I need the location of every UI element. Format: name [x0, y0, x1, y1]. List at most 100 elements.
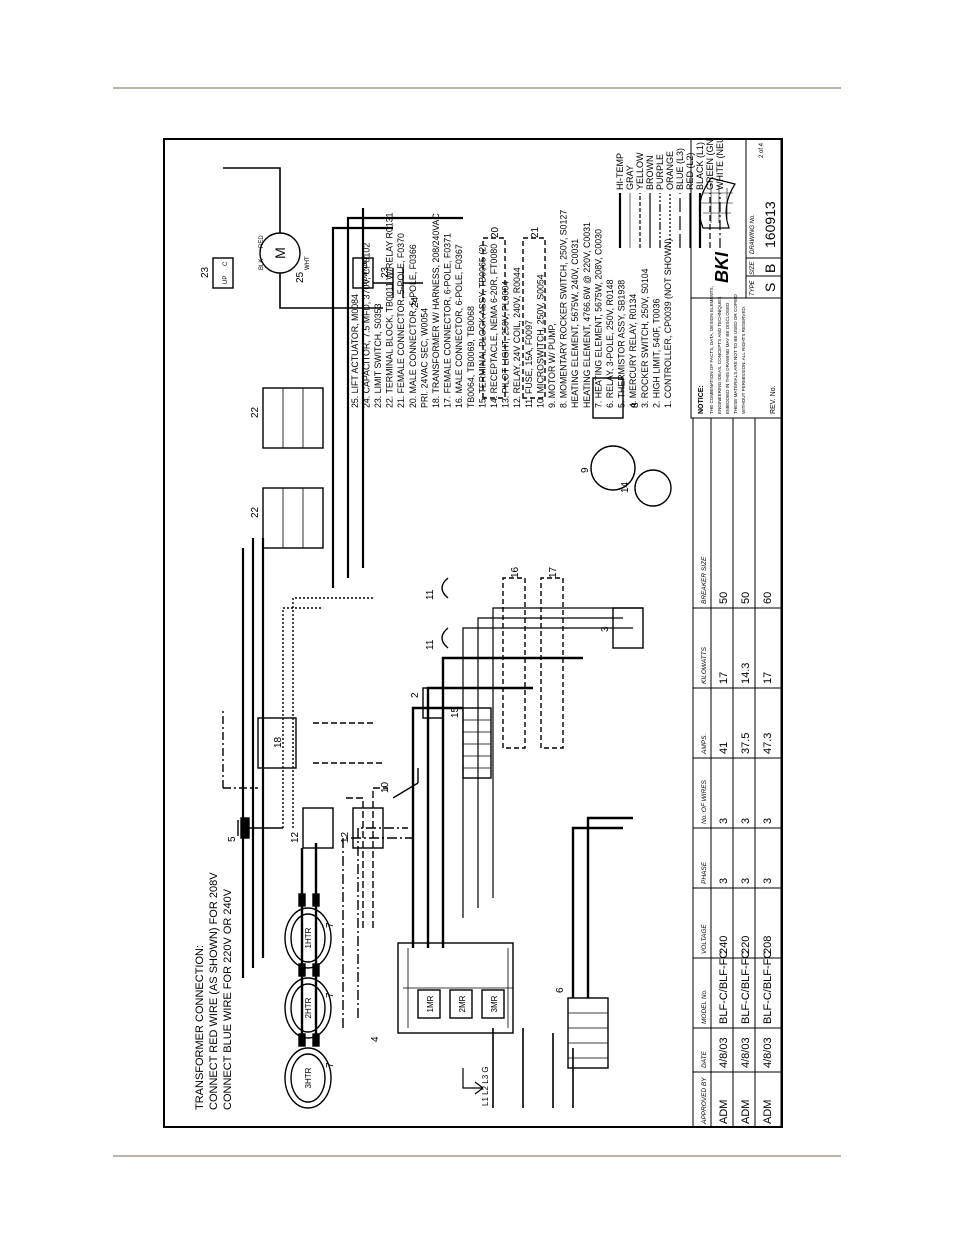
callout-22: 22	[250, 506, 261, 518]
notice-text-line: THE COMBINATION OF FACTS, DATA, DESIGN E…	[709, 286, 714, 414]
callout-12: 12	[340, 831, 351, 843]
top-rule	[113, 87, 841, 89]
connector-20	[482, 237, 506, 399]
parts-list-item: 2. HIGH LIMIT, 540F, T0036	[651, 299, 661, 408]
callout-11: 11	[425, 589, 436, 600]
motor-wire-label: BLK	[259, 259, 265, 270]
drawing-sheet: TRANSFORMER CONNECTION: CONNECT RED WIRE…	[163, 138, 783, 1128]
title-sheet-value: 2 of 4	[759, 142, 765, 158]
legend-label: WHITE (NEUT.)	[715, 138, 725, 190]
callout-12: 12	[290, 831, 301, 843]
parts-list-item: 15. TERMINAL BLOCK ASSY, TB0065 (2)	[477, 244, 487, 408]
parts-list-item: 6. RELAY, 3-POLE, 250V, R0148	[605, 279, 615, 408]
title-block: TYPE SIZE DRAWING No. S B 160913 2 of 4	[745, 138, 782, 299]
connector-21	[522, 237, 546, 399]
rev-label: REV. No.	[770, 385, 777, 414]
parts-list-item: 3. ROCKER SWITCH, 250V, S0104	[640, 268, 650, 408]
callout-4: 4	[370, 1036, 381, 1042]
rocker-switch-3	[612, 607, 644, 649]
legend-label: ORANGE	[665, 151, 675, 190]
legend-label: GREEN (GND)	[705, 138, 715, 190]
spec-table-header: APPROVED BY	[701, 1077, 708, 1125]
limit-switch-down-label: DOWN	[363, 267, 369, 286]
notice-text-line: THESE MATERIALS ARE NOT TO BE USED OR CO…	[733, 294, 738, 414]
terminal-block-15	[462, 707, 492, 779]
sheet-border	[163, 138, 783, 1128]
spec-table-cell: 47.3	[762, 733, 774, 754]
relay-12-a	[302, 807, 334, 849]
logo-mark	[698, 177, 736, 229]
parts-list-item: 7. HEATING ELEMENT, 5675W, 208V, C0030	[593, 229, 603, 408]
callout-6: 6	[555, 987, 566, 993]
spec-table-cell: 37.5	[740, 733, 752, 754]
spec-table-cell: BLF-C/BLF-FC	[762, 951, 774, 1024]
component-labels: 3HTR 2HTR 1HTR 1MR 2MR 3MR L1 L2 L3 G M …	[223, 235, 499, 1106]
transformer-note-line: TRANSFORMER CONNECTION:	[194, 945, 206, 1110]
heater-label-2htr: 2HTR	[304, 997, 313, 1018]
legend-label: HI-TEMP	[615, 153, 625, 190]
parts-list-item: PRI. 24VAC SEC, W0054	[419, 308, 429, 408]
spec-table-header: AMPS.	[701, 734, 708, 755]
limit-switch-up-label: UP	[223, 276, 229, 284]
bottom-rule	[113, 1155, 841, 1157]
spec-table-header: KILOWATTS	[701, 646, 708, 684]
spec-table-cell: 14.3	[740, 663, 752, 684]
parts-list-item: 20. MALE CONNECTOR, 5-POLE, F0366	[408, 244, 418, 408]
transformer-note: TRANSFORMER CONNECTION: CONNECT RED WIRE…	[194, 872, 234, 1110]
spec-table-cell: 4/8/03	[762, 1037, 774, 1068]
parts-list-item: 14. RECEPTACLE, NEMA 6-20R, FT0080	[489, 244, 499, 408]
callout-22: 22	[250, 406, 261, 418]
title-type-label: TYPE	[750, 279, 756, 296]
callout-24: 24	[410, 296, 421, 308]
spec-table-cell: 17	[762, 672, 774, 684]
spec-table-cell: 41	[718, 742, 730, 754]
spec-table-frame	[692, 417, 782, 1128]
parts-list-item: 21. FEMALE CONNECTOR, 5-POLE, F0370	[396, 233, 406, 408]
spec-table-cell: 208	[762, 936, 774, 954]
callout-23: 23	[380, 266, 391, 278]
parts-list-item: 18. TRANSFORMER W/ HARNESS, 208/240VAC	[431, 213, 441, 408]
callout-25: 25	[295, 271, 306, 283]
spec-table-cell: 3	[740, 878, 752, 884]
spec-table-cell: 220	[740, 936, 752, 954]
legend-label: YELLOW	[635, 152, 645, 190]
motor-wire-label: WHT	[305, 256, 311, 270]
parts-list-item: 4. MERCURY RELAY, R0134	[628, 294, 638, 408]
high-limit-2	[422, 687, 444, 719]
connector-16	[502, 577, 526, 749]
parts-list-item: 13. PILOT LIGHT, 250V, PL0004	[501, 281, 511, 408]
spec-table-header: BREAKER SIZE	[701, 556, 708, 604]
parts-list-item: 10. MICROSWITCH, 250V, S0054	[535, 274, 545, 408]
logo-text: BKI	[712, 251, 732, 283]
title-drawing-label: DRAWING No.	[750, 214, 756, 254]
parts-list-item: 8. MOMENTARY ROCKER SWITCH, 250V, S0127	[559, 210, 569, 408]
parts-list-item: 5. THERMISTOR ASSY, SB1938	[617, 280, 627, 408]
callout-8: 8	[630, 402, 641, 408]
spec-table-cell: 60	[762, 592, 774, 604]
legend-label: PURPLE	[655, 154, 665, 190]
limit-switch-c-label: C	[223, 261, 229, 266]
spec-table-header: DATE	[701, 1050, 708, 1068]
callout-7: 7	[325, 992, 336, 998]
legend-label: BROWN	[645, 156, 655, 191]
callout-23: 23	[200, 266, 211, 278]
spec-table-cell: 17	[718, 672, 730, 684]
notice-text-line: WITHOUT PERMISSION. ALL RIGHTS RESERVED.	[741, 306, 746, 414]
parts-list-item: 25. LIFT ACTUATOR, M0084	[350, 294, 360, 408]
parts-list-item: 23. LIMIT SWITCH, S0353	[373, 303, 383, 408]
callout-9: 9	[580, 467, 591, 473]
callout-20: 20	[490, 226, 501, 238]
spec-table-header: No. OF WIRES	[701, 779, 708, 824]
parts-list-item: 22. TERMINAL BLOCK, TB0011 W/RELAY R0131	[385, 212, 395, 408]
callout-21: 21	[530, 226, 541, 238]
relay-12-b	[352, 807, 384, 849]
callout-15: 15	[450, 706, 461, 718]
limit-switch-no-label: NO	[363, 257, 369, 266]
callout-7: 7	[325, 922, 336, 928]
limit-switch-23-up	[212, 257, 234, 289]
callout-5: 5	[227, 836, 238, 842]
spec-table-cell: 3	[740, 818, 752, 824]
legend-label: GRAY	[625, 165, 635, 190]
heater-label-3htr: 3HTR	[304, 1067, 313, 1088]
